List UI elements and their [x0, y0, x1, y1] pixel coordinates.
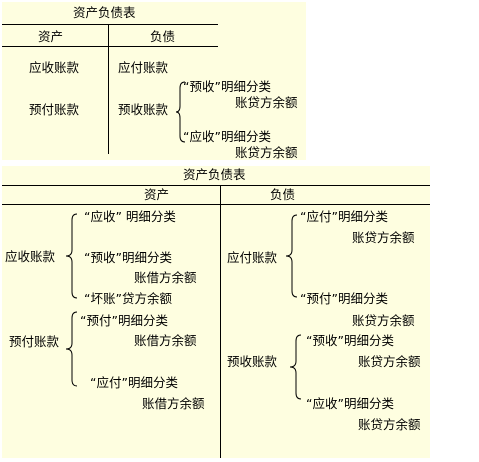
bottom-pay-branch-2-balance: 账贷方余额: [352, 313, 415, 328]
top-title-rule: [2, 24, 218, 25]
bottom-prepaid-brace: [65, 311, 78, 387]
bottom-table-title: 资产负债表: [183, 167, 246, 182]
top-balance-sheet: [2, 2, 306, 160]
bottom-recv-branch-3: “坏账”贷方余额: [84, 291, 172, 306]
bottom-receivable-brace: [65, 213, 78, 299]
top-unearned-branch-1-balance: 账贷方余额: [235, 95, 298, 110]
bottom-liab-payable: 应付账款: [227, 250, 278, 265]
top-liab-payable: 应付账款: [118, 60, 169, 75]
bottom-prep-branch-1: “预付”明细分类: [80, 313, 168, 328]
bottom-recv-branch-1: “应收” 明细分类: [84, 209, 176, 224]
top-unearned-branch-1: “预收”明细分类: [183, 79, 271, 94]
top-asset-receivable: 应收账款: [29, 60, 80, 75]
top-asset-prepaid: 预付账款: [29, 102, 80, 117]
bottom-pay-branch-2: “预付”明细分类: [300, 291, 388, 306]
top-unearned-branch-2-balance: 账贷方余额: [235, 145, 298, 160]
bottom-asset-prepaid: 预付账款: [9, 334, 60, 349]
bottom-unearned-branch-1-balance: 账贷方余额: [358, 354, 421, 369]
bottom-unearned-brace: [289, 334, 302, 400]
top-table-title: 资产负债表: [73, 5, 136, 20]
bottom-prep-branch-2: “应付”明细分类: [90, 375, 178, 390]
bottom-header-liabilities: 负债: [270, 187, 296, 202]
top-liab-unearned: 预收账款: [118, 102, 169, 117]
top-center-divider: [108, 24, 109, 154]
bottom-liab-unearned: 预收账款: [227, 354, 278, 369]
top-header-liabilities: 负债: [150, 29, 176, 44]
bottom-prep-branch-1-balance: 账借方余额: [134, 333, 197, 348]
top-header-assets: 资产: [38, 29, 64, 44]
bottom-unearned-branch-2: “应收”明细分类: [306, 396, 394, 411]
bottom-recv-branch-2-balance: 账借方余额: [134, 270, 197, 285]
bottom-payable-brace: [285, 214, 298, 298]
bottom-pay-branch-1: “应付”明细分类: [300, 209, 388, 224]
bottom-unearned-branch-2-balance: 账贷方余额: [358, 417, 421, 432]
bottom-asset-receivable: 应收账款: [5, 249, 56, 264]
bottom-header-assets: 资产: [144, 187, 170, 202]
bottom-recv-branch-2: “预收”明细分类: [84, 250, 172, 265]
top-header-rule: [2, 46, 218, 47]
bottom-prep-branch-2-balance: 账借方余额: [142, 396, 205, 411]
bottom-unearned-branch-1: “预收”明细分类: [306, 333, 394, 348]
bottom-title-rule: [2, 185, 430, 186]
bottom-header-rule: [2, 204, 430, 205]
top-unearned-branch-2: “应收”明细分类: [183, 129, 271, 144]
bottom-pay-branch-1-balance: 账贷方余额: [352, 230, 415, 245]
top-unearned-brace: [175, 81, 186, 143]
bottom-center-divider: [220, 185, 221, 458]
